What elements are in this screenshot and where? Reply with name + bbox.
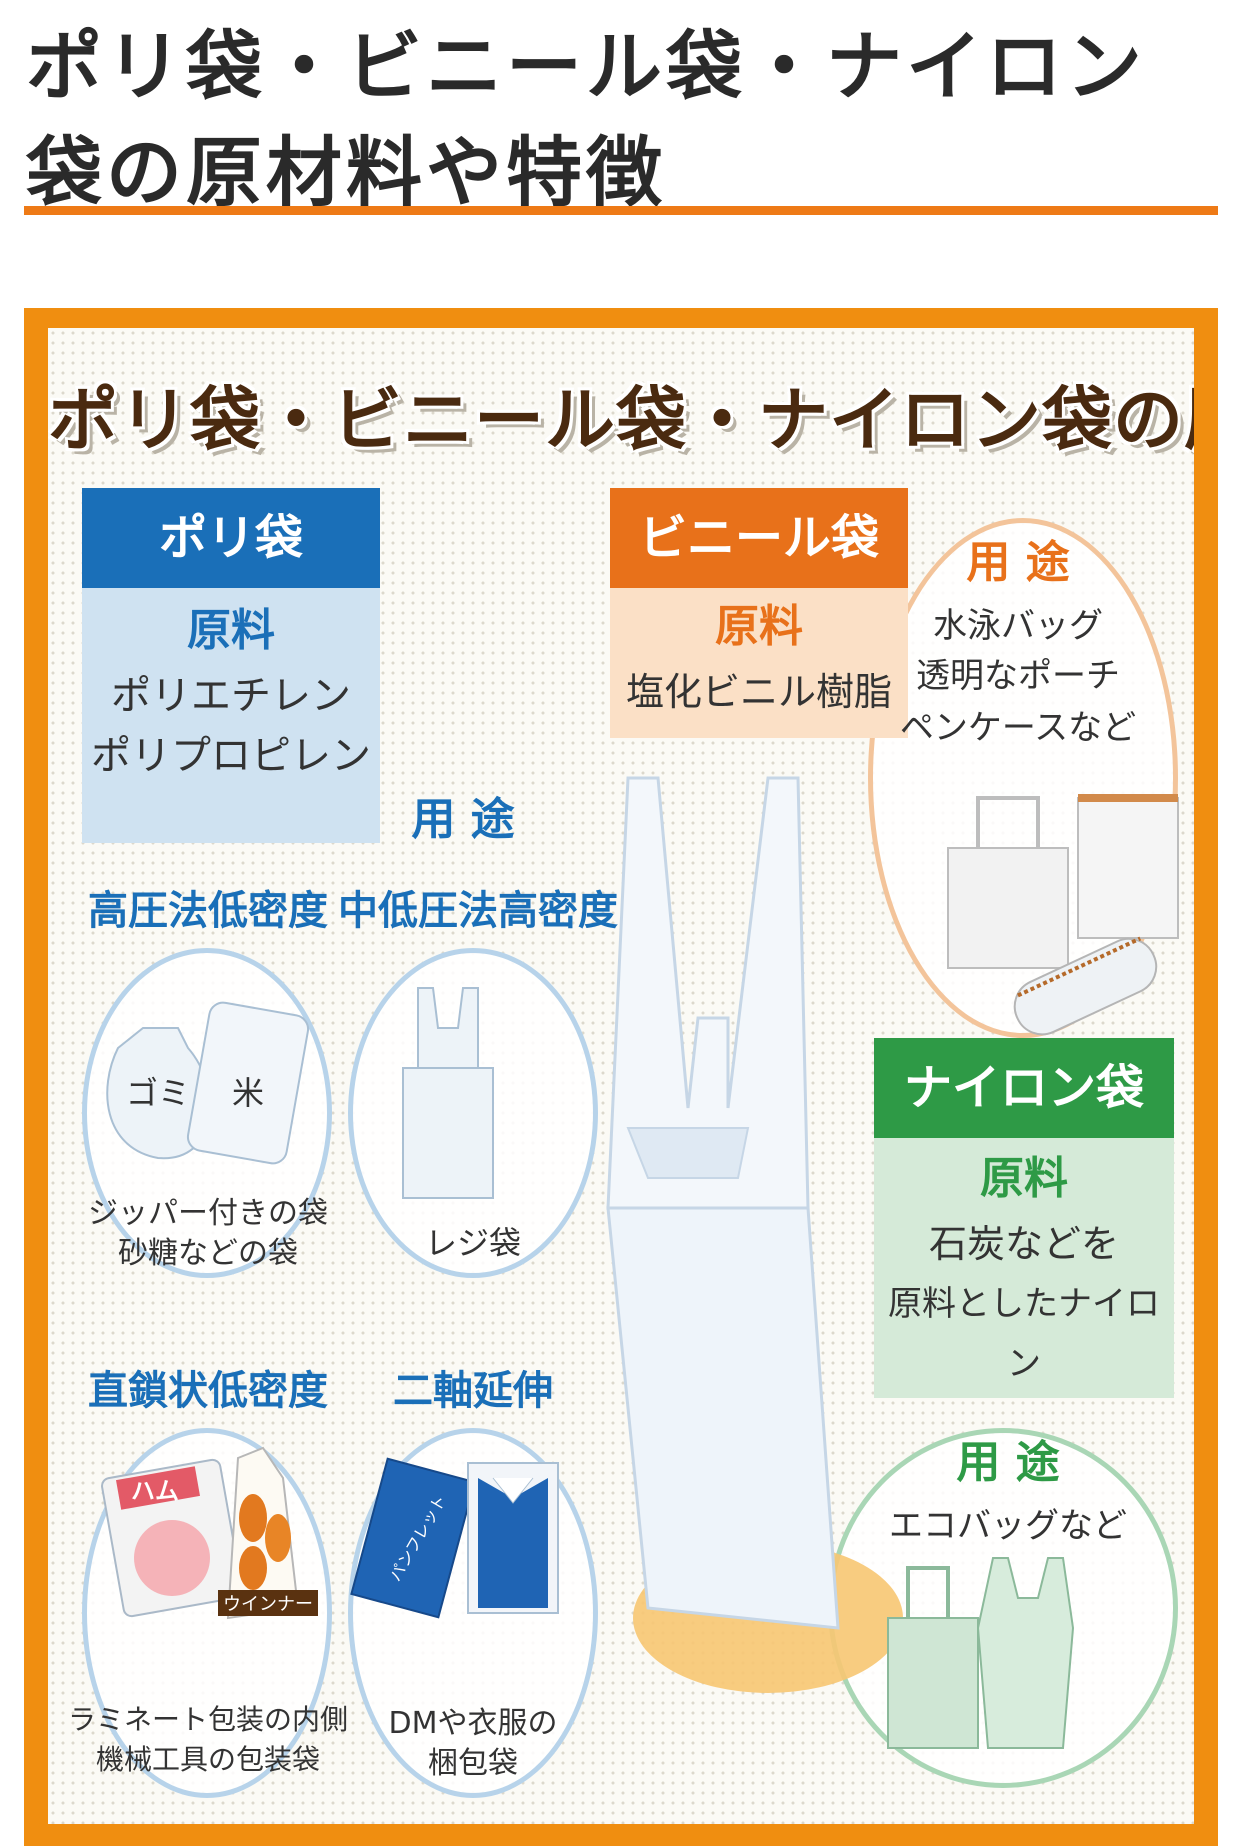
vinyl-material-value: 塩化ビニル樹脂 [625, 670, 892, 714]
vinyl-use-1: 水泳バッグ [933, 606, 1103, 646]
nylon-name: ナイロン袋 [874, 1038, 1174, 1138]
poly-cat1-tag1: ゴミ [125, 1074, 190, 1112]
vinyl-items-icon [947, 794, 1179, 1036]
poly-material: 原料 ポリエチレン ポリプロピレン [82, 588, 380, 786]
page-title-line2: 袋の原材料や特徴 [26, 128, 666, 217]
garbage-bag-icon [106, 1027, 211, 1160]
bag-fold [626, 1127, 750, 1179]
title-underline [24, 206, 1218, 215]
poly-use-label: 用 途 [411, 794, 515, 845]
poly-material-label: 原料 [187, 605, 275, 656]
poly-material-line1: ポリエチレン [111, 673, 351, 719]
page-title-line1: ポリ袋・ビニール袋・ナイロン [26, 22, 1146, 111]
poly-cat2-heading: 中低圧法高密度 [338, 888, 618, 934]
nylon-material-line1: 石炭などを [928, 1222, 1119, 1266]
poly-cat4-caption1: DMや衣服の [388, 1706, 558, 1741]
ham-package-icon [101, 1458, 243, 1618]
poly-cat3-caption2: 機械工具の包装袋 [95, 1743, 320, 1776]
vinyl-use-3: ペンケースなど [899, 708, 1137, 748]
sausage-bag-icon [226, 1446, 300, 1620]
nylon-material: 原料 石炭などを 原料としたナイロン [874, 1138, 1174, 1394]
poly-cat3-heading: 直鎖状低密度 [88, 1368, 328, 1414]
poly-cat3-tag2: ウインナー [218, 1590, 318, 1616]
nylon-box: ナイロン袋 原料 石炭などを 原料としたナイロン [874, 1038, 1174, 1398]
poly-cat3-tag1: ハム [131, 1477, 179, 1505]
poly-cat1-caption1: ジッパー付きの袋 [88, 1196, 328, 1231]
poly-name: ポリ袋 [82, 488, 380, 588]
poly-cat1-heading: 高圧法低密度 [88, 888, 328, 934]
vinyl-use-2: 透明なポーチ [916, 656, 1120, 696]
poly-cat3-caption1: ラミネート包装の内側 [68, 1703, 349, 1736]
poly-cat4-caption2: 梱包袋 [428, 1746, 518, 1781]
eco-bag-icon [887, 1557, 1075, 1749]
vinyl-material-label: 原料 [715, 601, 803, 652]
nylon-material-label: 原料 [980, 1153, 1068, 1204]
poly-cat4-heading: 二軸延伸 [393, 1368, 553, 1414]
poly-cat1-caption2: 砂糖などの袋 [118, 1236, 298, 1271]
nylon-use-label: 用 途 [956, 1437, 1060, 1488]
poly-cat1-tag2: 米 [231, 1074, 264, 1112]
nylon-material-line2: 原料としたナイロン [888, 1284, 1160, 1384]
pamphlet-icon [350, 1457, 476, 1619]
large-shopping-bag-icon [606, 1206, 840, 1630]
vinyl-name: ビニール袋 [610, 488, 908, 588]
nylon-use-1: エコバッグなど [889, 1506, 1127, 1546]
illustrations-layer [101, 776, 1179, 1749]
rice-bag-icon [186, 1001, 310, 1165]
shirt-package-icon [467, 1462, 559, 1614]
poly-box: ポリ袋 原料 ポリエチレン ポリプロピレン [82, 488, 380, 843]
bag-handle-left [606, 776, 810, 1210]
page-title: ポリ袋・ビニール袋・ナイロン 袋の原材料や特徴 [26, 14, 1216, 226]
vinyl-material: 原料 塩化ビニル樹脂 [610, 588, 908, 724]
vinyl-box: ビニール袋 原料 塩化ビニル樹脂 [610, 488, 908, 738]
vinyl-use-label: 用 途 [966, 537, 1070, 588]
poly-cat2-caption1: レジ袋 [424, 1224, 521, 1262]
register-bag-icon [402, 987, 494, 1199]
poly-material-line2: ポリプロピレン [91, 733, 371, 779]
